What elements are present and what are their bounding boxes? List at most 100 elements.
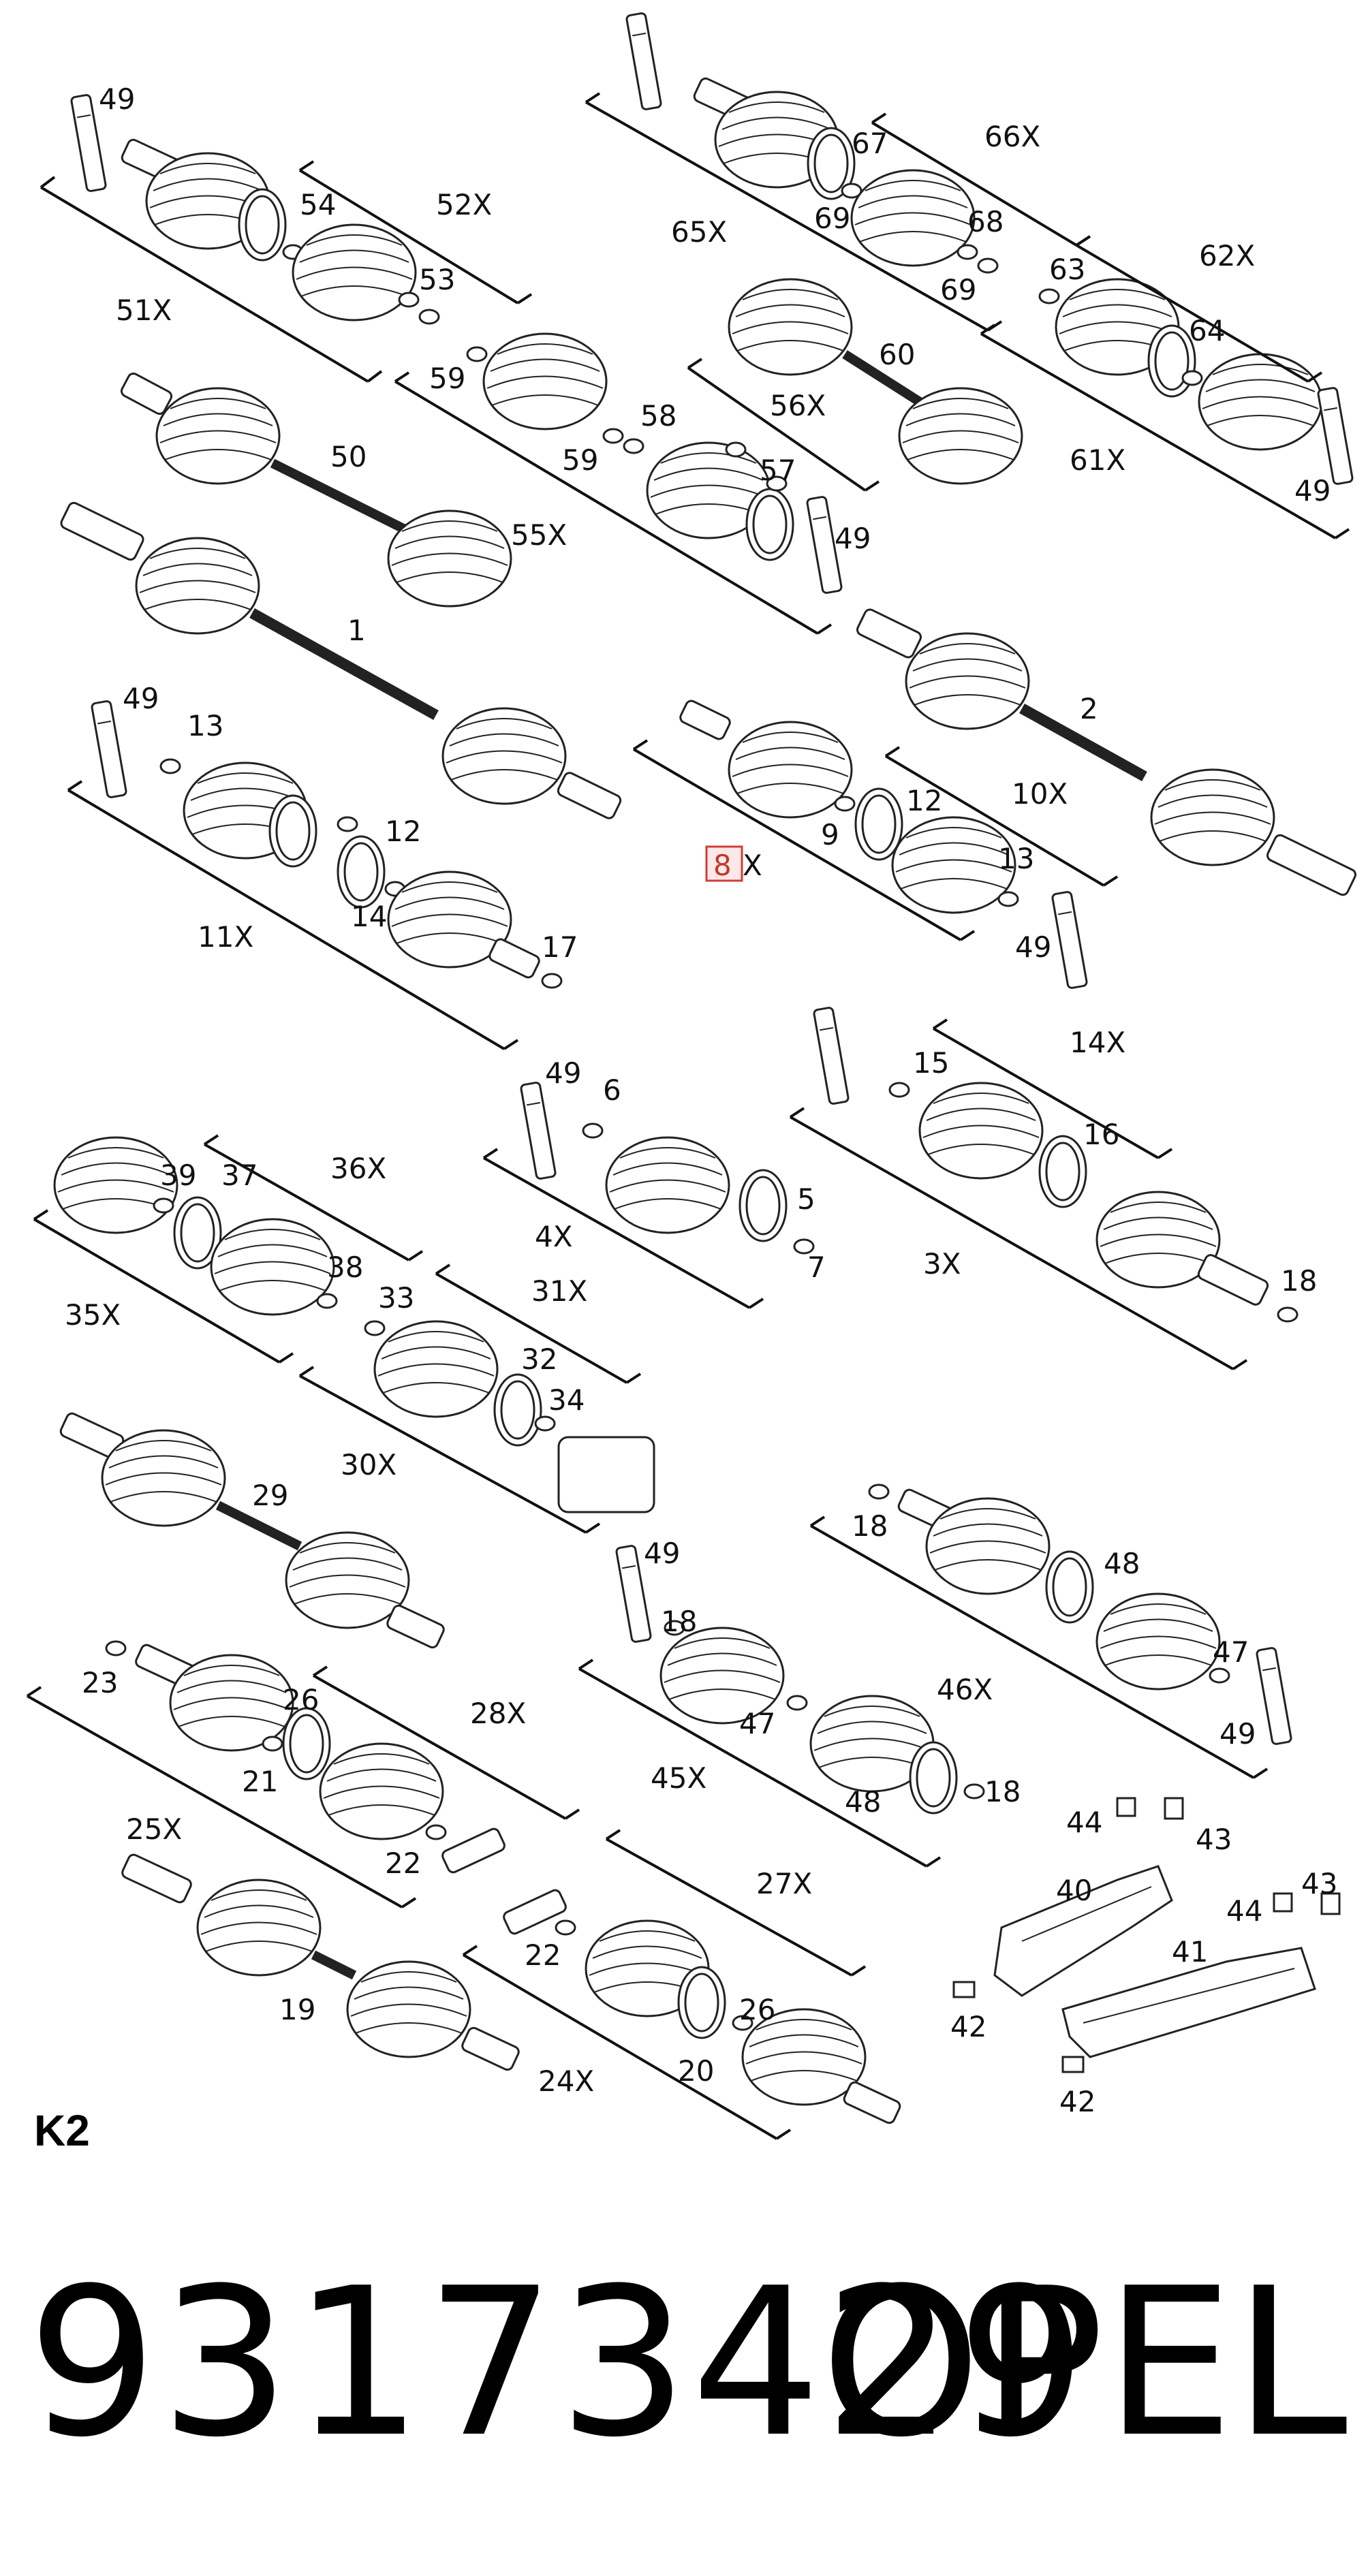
label: 31X [531,1274,587,1308]
group-46x [809,1483,1293,1779]
label: 39 [160,1159,196,1192]
label: 22 [525,1938,561,1972]
group-35x-36x [33,1134,424,1364]
shaft-1 [60,501,622,819]
label: 6 [603,1073,621,1107]
brand-name: OPEL [820,2244,1348,2482]
label: 16 [1083,1118,1119,1151]
label: 48 [1104,1547,1140,1580]
label: 48 [845,1785,881,1819]
label: 24X [538,2064,594,2098]
group-51x [40,93,533,383]
label: 51X [116,294,172,327]
label: 18 [1281,1264,1317,1298]
group-4x [482,1081,815,1309]
label: 32 [521,1342,557,1376]
label: 59 [429,362,465,395]
label: 5 [797,1182,815,1216]
shaft-19 [121,1853,520,2071]
label: 49 [545,1056,581,1090]
label: 61X [1070,443,1125,477]
label: 49 [1219,1717,1256,1750]
group-50-55x [120,332,880,635]
section-label: K2 [34,2106,90,2155]
label: 49 [644,1537,680,1570]
label: 44 [1226,1894,1262,1928]
label: 3X [923,1247,961,1281]
callout-labels: 49 51X 52X 54 53 59 50 55X 1 65X 66X 67 … [34,82,1337,2155]
group-25x-28x [26,1640,580,1909]
label: 69 [814,202,850,235]
label: 58 [640,399,677,433]
group-24x-27x [462,1829,901,2140]
group-3x-14x [789,1006,1299,1370]
label: 36X [330,1152,386,1185]
label: 63 [1049,253,1085,286]
label: 60 [879,338,915,371]
label: 2 [1080,692,1098,725]
label: X [743,849,762,882]
label: 42 [1059,2085,1095,2118]
label: 69 [940,273,976,307]
label: 49 [123,682,159,715]
label: 47 [1213,1635,1249,1669]
label: 18 [984,1775,1021,1808]
label: 29 [252,1479,288,1512]
label: 25X [126,1812,182,1846]
label: 35X [65,1298,121,1332]
label: 34 [548,1383,585,1417]
label: 30X [341,1448,397,1481]
label: 14 [351,900,387,933]
label: 40 [1056,1874,1092,1907]
label: 7 [807,1251,826,1284]
group-45x [578,1544,985,1868]
label: 47 [739,1707,775,1740]
label: 56X [770,389,826,422]
label: 49 [1015,930,1051,964]
label: 12 [906,784,942,817]
label: 57 [760,454,796,487]
label: 41 [1172,1935,1208,1968]
label: 38 [327,1251,363,1284]
label: 65X [671,215,727,249]
label: 27X [756,1867,812,1900]
label: 1 [347,614,366,647]
label: 53 [419,263,455,296]
label: 42 [950,2010,986,2043]
label: 68 [967,205,1004,238]
label: 33 [378,1281,414,1315]
label: 28X [470,1697,526,1730]
label: 13 [187,709,223,742]
group-11x [67,700,563,1050]
label: 59 [562,443,598,477]
label: 44 [1066,1806,1102,1839]
shaft-29 [59,1412,445,1649]
label: 54 [300,188,336,221]
exploded-parts-diagram: 49 51X 52X 54 53 59 50 55X 1 65X 66X 67 … [26,12,1356,2155]
label: 22 [385,1847,421,1880]
label: 13 [998,842,1034,875]
label: 26 [283,1683,319,1716]
label: 12 [385,815,421,848]
label: 37 [221,1159,258,1192]
label: 46X [937,1673,993,1706]
label: 14X [1070,1026,1125,1059]
heat-shields [952,1797,1341,2073]
label: 43 [1196,1823,1232,1856]
label: 52X [436,188,492,221]
group-65x-66x [585,12,1354,539]
label: 50 [330,440,367,473]
label: 18 [852,1509,888,1543]
shaft-2 [856,608,1356,896]
highlighted-callout[interactable]: 8 [705,845,743,882]
label: 20 [678,2054,714,2088]
label: 18 [661,1605,697,1638]
label: 64 [1189,314,1225,347]
label: 67 [852,127,888,160]
part-number: 93173429 [27,2244,1089,2482]
label: 45X [651,1761,706,1795]
label: 43 [1301,1867,1337,1900]
label: 11X [198,920,253,954]
highlighted-label: 8 [713,849,732,882]
